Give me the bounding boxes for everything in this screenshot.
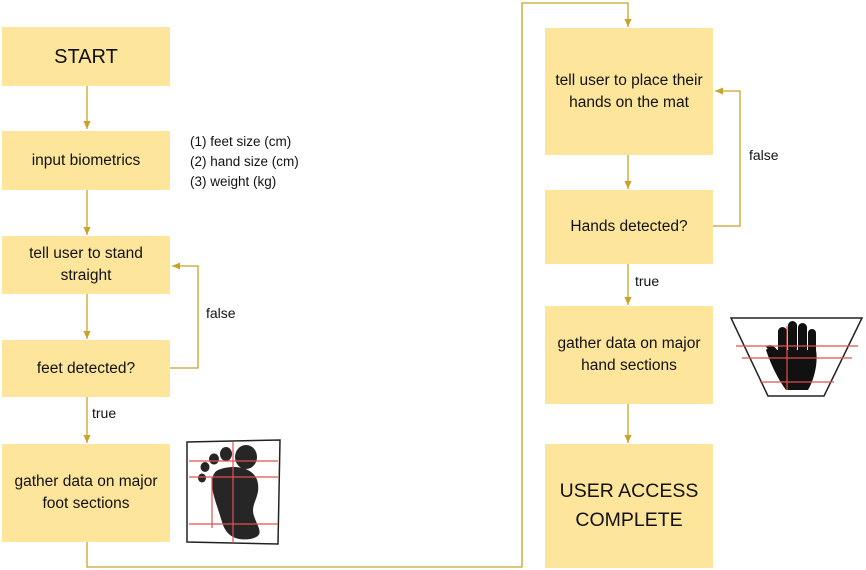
hands-detected-label: Hands detected?: [570, 218, 688, 235]
biometric-item: (1) feet size (cm): [190, 134, 292, 149]
input-biometrics-box: input biometrics: [2, 131, 170, 190]
start-label: START: [54, 45, 118, 68]
arrow-hands-false-loop: [713, 87, 741, 227]
feet-false-label: false: [206, 305, 236, 321]
gather-hand-label: gather data on major hand sections: [557, 335, 701, 374]
hands-detected-box: Hands detected?: [545, 190, 713, 264]
start-box: START: [2, 27, 170, 86]
arrow-foot-to-place-hands: [86, 2, 632, 568]
foot-scan-icon: [186, 439, 281, 545]
hands-true-label: true: [635, 273, 660, 289]
place-hands-label: tell user to place their hands on the ma…: [555, 71, 703, 111]
user-access-complete-box: USER ACCESS COMPLETE: [545, 444, 713, 568]
gather-hand-box: gather data on major hand sections: [545, 306, 713, 404]
stand-straight-label: tell user to stand straight: [29, 245, 143, 284]
hand-scan-icon: [729, 317, 864, 397]
arrow-feet-false-loop: [170, 262, 199, 369]
biometric-item: (2) hand size (cm): [190, 154, 299, 169]
hands-false-label: false: [749, 147, 779, 163]
feet-detected-label: feet detected?: [36, 359, 136, 377]
place-hands-box: tell user to place their hands on the ma…: [545, 28, 713, 155]
stand-straight-box: tell user to stand straight: [2, 236, 170, 294]
biometrics-list: (1) feet size (cm) (2) hand size (cm) (3…: [190, 132, 299, 192]
feet-detected-box: feet detected?: [2, 340, 170, 397]
input-biometrics-label: input biometrics: [31, 151, 141, 169]
gather-foot-box: gather data on major foot sections: [2, 444, 170, 542]
user-access-complete-label: USER ACCESS COMPLETE: [559, 480, 699, 531]
feet-true-label: true: [92, 405, 117, 421]
gather-foot-label: gather data on major foot sections: [14, 473, 158, 512]
biometric-item: (3) weight (kg): [190, 174, 277, 189]
